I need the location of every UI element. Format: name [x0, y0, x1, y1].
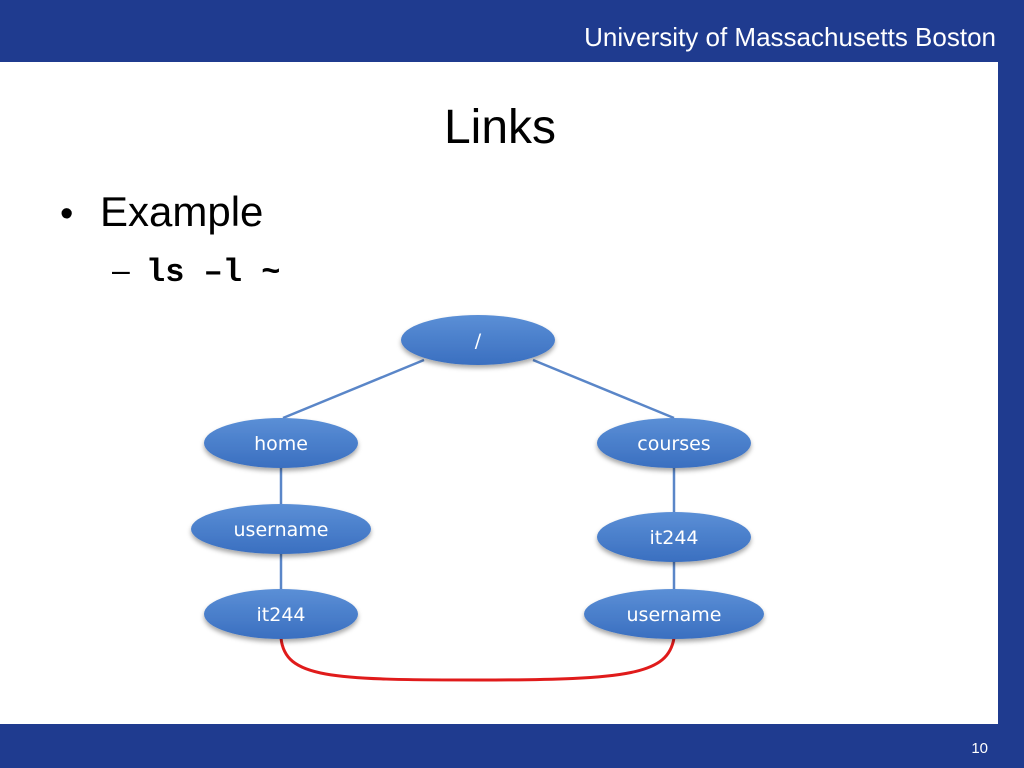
node-label-home-it244: it244: [257, 604, 306, 626]
slide-title: Links: [443, 101, 557, 154]
header-bar: University of Massachusetts Boston: [0, 0, 1024, 62]
bullet-text: Example: [100, 188, 264, 235]
footer-bar: 10: [0, 724, 1024, 768]
sub-bullet-marker: –: [112, 252, 130, 288]
edge-root-home: [282, 358, 425, 420]
node-home-username: username: [191, 504, 371, 554]
node-label-home-username: username: [234, 519, 329, 541]
node-courses-it244: it244: [597, 512, 751, 562]
command-text: ls –l ~: [146, 254, 281, 291]
sub-bullet-item: – ls –l ~: [112, 252, 280, 291]
edge-root-courses: [532, 358, 675, 420]
node-courses: courses: [597, 418, 751, 468]
node-label-home: home: [254, 433, 308, 455]
link-connector: [279, 637, 676, 682]
page-number: 10: [971, 740, 988, 757]
node-label-courses-username: username: [627, 604, 722, 626]
node-courses-username: username: [584, 589, 764, 639]
node-home-it244: it244: [204, 589, 358, 639]
node-root: /: [401, 315, 555, 365]
institution-name: University of Massachusetts Boston: [584, 22, 996, 52]
bullet-item: • Example: [60, 188, 263, 236]
directory-tree-diagram: / home courses username it244: [191, 315, 764, 682]
node-home: home: [204, 418, 358, 468]
slide-content: Links • Example – ls –l ~: [0, 62, 998, 724]
node-label-courses-it244: it244: [650, 527, 699, 549]
node-label-courses: courses: [637, 433, 710, 455]
node-label-root: /: [475, 330, 482, 352]
bullet-marker: •: [60, 193, 74, 235]
tree-edges: [279, 358, 676, 590]
tree-nodes: / home courses username it244: [191, 315, 764, 639]
